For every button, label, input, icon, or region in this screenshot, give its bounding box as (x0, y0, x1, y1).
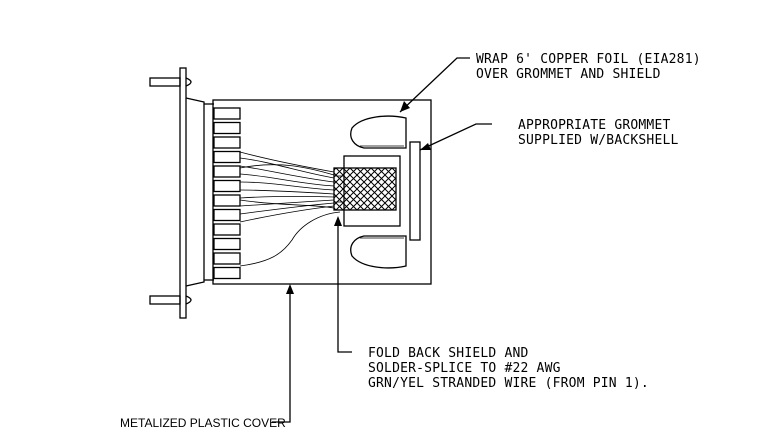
pin-contact (213, 194, 241, 207)
wire (239, 199, 335, 209)
pin-contacts (213, 107, 241, 280)
label-grommet: APPROPRIATE GROMMET SUPPLIED W/BACKSHELL (518, 118, 679, 148)
wire (239, 202, 335, 215)
wire-bundle (239, 151, 341, 267)
pin-contact (213, 237, 241, 251)
shield-line-1: FOLD BACK SHIELD AND (368, 346, 529, 361)
wire (239, 205, 335, 223)
wire (239, 211, 341, 267)
pin-contact (213, 252, 241, 265)
wire (239, 173, 335, 187)
copper-foil-line-2: OVER GROMMET AND SHIELD (476, 67, 661, 82)
pin-contact (213, 107, 241, 120)
pin-contact (213, 179, 241, 193)
label-cover: METALIZED PLASTIC COVER (120, 416, 286, 430)
shield-line-2: SOLDER-SPLICE TO #22 AWG (368, 361, 561, 376)
wire (239, 165, 335, 183)
pin-contact (213, 121, 241, 135)
grommet-plate (409, 141, 421, 241)
wire (239, 164, 335, 176)
label-shield: FOLD BACK SHIELD AND SOLDER-SPLICE TO #2… (368, 346, 649, 391)
pin-contact (213, 208, 241, 222)
connector-flange (149, 67, 192, 319)
grommet-line-2: SUPPLIED W/BACKSHELL (518, 133, 679, 148)
pin-contact (213, 165, 241, 178)
copper-foil-line-1: WRAP 6' COPPER FOIL (EIA281) (476, 52, 701, 67)
shield-ferrule (333, 155, 401, 227)
wire (239, 199, 335, 207)
leader-shield (334, 216, 352, 353)
leader-copper-foil (399, 57, 470, 113)
pin-contact (213, 266, 241, 280)
grommet-line-1: APPROPRIATE GROMMET (518, 118, 671, 133)
pin-contact (213, 150, 241, 164)
wire (239, 151, 335, 173)
pin-contact (213, 223, 241, 236)
wire (239, 189, 335, 195)
wire (239, 181, 335, 191)
grommet (350, 115, 407, 269)
connector-body (185, 97, 214, 287)
pin-contact (213, 136, 241, 149)
metalized-cover-outline (212, 99, 432, 285)
shield-line-3: GRN/YEL STRANDED WIRE (FROM PIN 1). (368, 376, 649, 391)
wire (239, 195, 335, 199)
leader-cover (272, 284, 294, 423)
label-copper-foil: WRAP 6' COPPER FOIL (EIA281) OVER GROMME… (476, 52, 701, 82)
leader-grommet (419, 123, 492, 151)
wire (239, 157, 335, 179)
